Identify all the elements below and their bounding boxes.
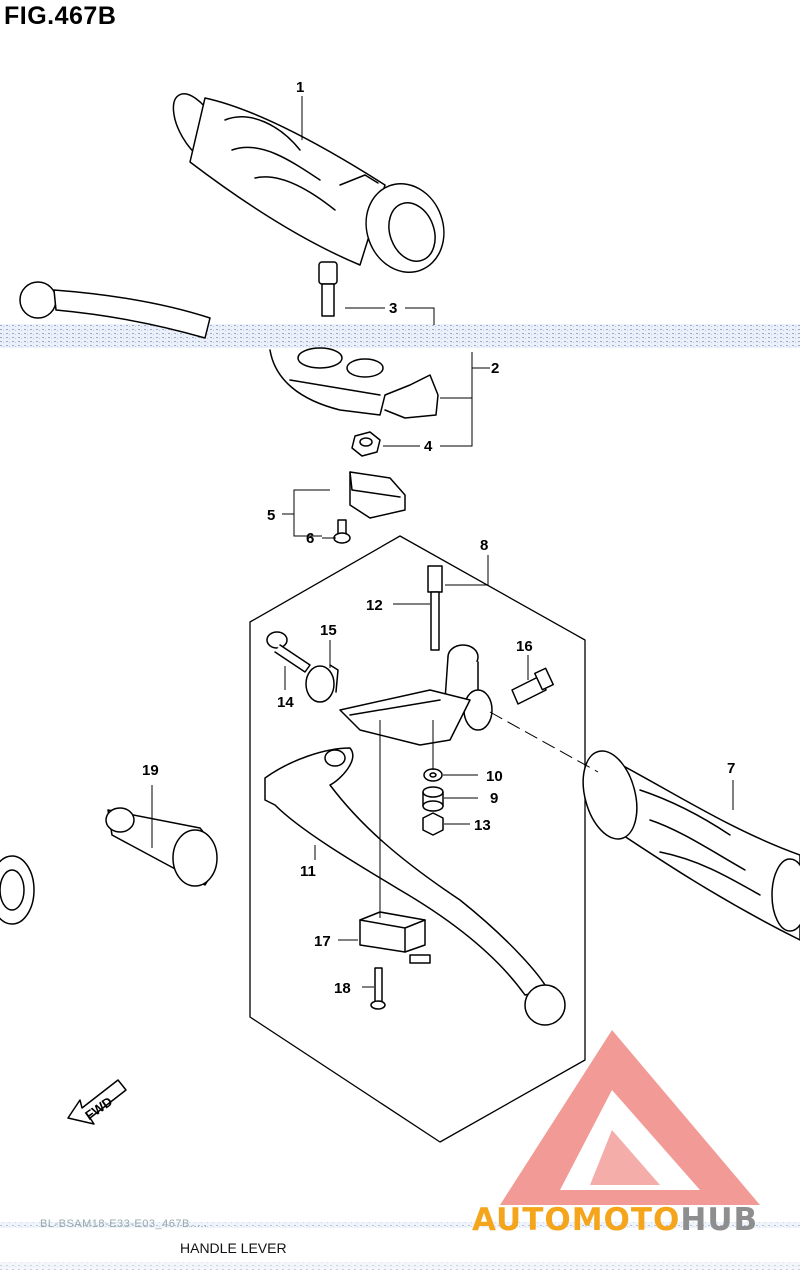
- part-12-pivot-bolt: [427, 565, 443, 651]
- figure-caption: HANDLE LEVER: [180, 1240, 287, 1256]
- part-13-nut: [422, 812, 444, 836]
- footer-noise-band-2: [0, 1262, 800, 1270]
- part-14-adjuster-screw: [266, 631, 311, 673]
- part-5-switch: [349, 471, 406, 519]
- callout-13: 13: [474, 817, 491, 834]
- watermark-logo-icon: [500, 1030, 760, 1205]
- part-6-screw: [333, 519, 351, 544]
- callout-10: 10: [486, 768, 503, 785]
- callout-4: 4: [424, 438, 433, 455]
- part-1-throttle-grip: [172, 93, 445, 273]
- part-15-adjuster: [305, 664, 339, 703]
- callout-6: 6: [306, 530, 314, 547]
- part-19-cover: [105, 807, 218, 887]
- part-8-assembly-outline: [249, 535, 586, 1143]
- upper-lever: [19, 281, 211, 339]
- callout-2: 2: [491, 360, 499, 377]
- figure-title: FIG.467B: [4, 2, 117, 30]
- part-17-clutch-switch: [359, 911, 431, 964]
- callout-17: 17: [314, 933, 331, 950]
- part-2-lever-bracket: [269, 347, 439, 419]
- part-16-clamp-bolt: [511, 667, 554, 705]
- part-9-collar: [422, 786, 444, 812]
- callout-15: 15: [320, 622, 337, 639]
- watermark-text: AUTOMOTOHUB: [472, 1202, 758, 1238]
- part-11-clutch-lever: [264, 747, 566, 1026]
- callout-8: 8: [480, 537, 488, 554]
- callout-19: 19: [142, 762, 159, 779]
- figure-code: BL-BSAM18-E33-E03_467B.....: [40, 1218, 208, 1230]
- callout-labels: 1 2 3 4 5 6 7 8 9 10 11 12 13 14 15 16 1…: [142, 79, 735, 997]
- part-7-grip: [582, 750, 800, 941]
- part-18-screw: [370, 967, 386, 1010]
- callout-9: 9: [490, 790, 498, 807]
- left-grip-end: [0, 855, 35, 925]
- callout-14: 14: [277, 694, 294, 711]
- callout-11: 11: [300, 863, 316, 880]
- lever-holder: [339, 644, 493, 746]
- part-4-nut: [351, 431, 381, 457]
- callout-16: 16: [516, 638, 533, 655]
- callout-12: 12: [366, 597, 383, 614]
- leader-lines: [151, 96, 734, 988]
- callout-18: 18: [334, 980, 351, 997]
- scan-glitch-band: [0, 324, 800, 348]
- callout-1: 1: [296, 79, 304, 96]
- watermark-text-part2: HUB: [680, 1202, 759, 1238]
- callout-5: 5: [267, 507, 275, 524]
- part-3-bolt: [318, 261, 338, 317]
- fwd-arrow-icon: [67, 1079, 127, 1125]
- callout-7: 7: [727, 760, 735, 777]
- watermark-text-part1: AUTOMOTO: [472, 1202, 681, 1238]
- callout-3: 3: [389, 300, 397, 317]
- footer-noise-band: [0, 1222, 800, 1228]
- part-10-washer: [423, 768, 443, 782]
